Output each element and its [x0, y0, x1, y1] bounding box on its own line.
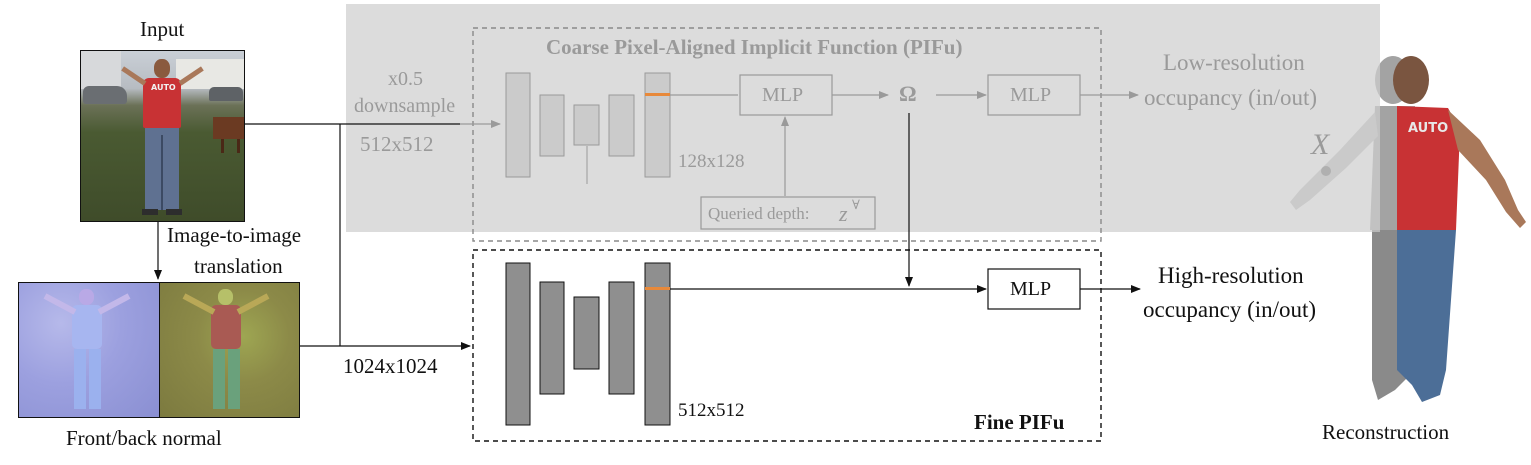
person-shirt: [143, 78, 181, 128]
img2img-label-line2: translation: [194, 254, 283, 278]
low-res-label-line2: occupancy (in/out): [1144, 85, 1318, 110]
high-res-label-line1: High-resolution: [1158, 263, 1304, 288]
coarse-resolution-label: 512x512: [360, 132, 434, 156]
shirt-text: AUTO: [151, 83, 176, 92]
query-point-label: X: [1311, 128, 1330, 161]
downsample-label-line2: downsample: [354, 95, 456, 117]
low-res-label-line1: Low-resolution: [1163, 50, 1305, 75]
person-left-arm: [121, 66, 147, 86]
reconstruction-shirt-text: AUTO: [1408, 121, 1449, 136]
bench: [213, 117, 244, 139]
coarse-region-overlay: [1280, 4, 1380, 232]
omega-symbol: Ω: [899, 81, 917, 106]
back-normal-map: [159, 282, 300, 418]
car-background: [83, 86, 127, 104]
coarse-pifu-frame: [472, 27, 1102, 242]
img2img-label-line1: Image-to-image: [167, 223, 302, 247]
fine-pifu-frame: [472, 249, 1102, 442]
z-symbol: z: [839, 201, 848, 226]
front-back-normal-label: Front/back normal: [66, 426, 222, 450]
high-res-label-line2: occupancy (in/out): [1143, 297, 1317, 322]
queried-depth-label: Queried depth:: [708, 204, 810, 223]
coarse-block-2: [539, 94, 565, 157]
person-head: [154, 59, 170, 78]
building-background: [176, 59, 244, 89]
reconstruction-textured-half: [1393, 56, 1526, 402]
fine-mlp-box: [987, 268, 1081, 310]
coarse-encoder: [505, 72, 671, 184]
input-photo: AUTO: [80, 50, 245, 222]
fine-encoder: [505, 262, 671, 426]
downsample-label-line1: x0.5: [388, 68, 423, 90]
fine-block-1: [505, 262, 531, 426]
fine-block-2: [539, 281, 565, 395]
fine-resolution-label: 1024x1024: [343, 354, 438, 378]
coarse-block-1: [505, 72, 531, 178]
fine-pifu-title: Fine PIFu: [974, 410, 1065, 434]
coarse-feature-size-label: 128x128: [678, 151, 745, 172]
coarse-mlp-label-1: MLP: [762, 84, 804, 106]
queried-depth-box: [700, 196, 876, 230]
fine-block-3: [573, 296, 600, 370]
fine-feature-highlight: [645, 287, 670, 290]
coarse-mlp-label-2: MLP: [1010, 84, 1052, 106]
input-label: Input: [140, 17, 185, 41]
coarse-block-5: [644, 72, 671, 178]
coarse-pifu-title: Coarse Pixel-Aligned Implicit Function (…: [546, 35, 963, 59]
fine-block-4: [608, 281, 635, 395]
fine-feature-size-label: 512x512: [678, 400, 745, 421]
coarse-block-3: [573, 104, 600, 146]
z-superscript: ∀: [852, 197, 860, 212]
reconstruction-label: Reconstruction: [1322, 420, 1450, 444]
coarse-feature-highlight: [645, 93, 670, 96]
fine-mlp-label: MLP: [1010, 278, 1052, 300]
coarse-block-4: [608, 94, 635, 157]
front-normal-map: [18, 282, 160, 418]
